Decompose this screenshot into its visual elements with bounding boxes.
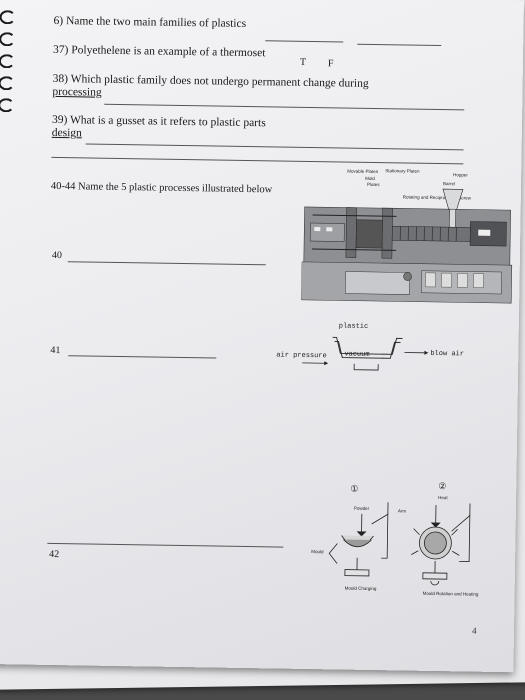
injection-molding-diagram: Movable Platen Stationary Platen Mold Pl… [301, 168, 513, 304]
question-38-line2: processing [52, 85, 102, 99]
hopper-label: Hopper [453, 172, 468, 177]
answer-line-41 [68, 355, 217, 359]
binding-ring [0, 76, 15, 91]
question-39-line1: 39) What is a gusset as it refers to pla… [51, 113, 266, 130]
question-36: 6) Name the two main families of plastic… [53, 14, 247, 30]
binding-ring [0, 10, 16, 25]
question-41: 41 [50, 344, 61, 357]
stationary-platen-label: Stationary Platen [385, 168, 420, 174]
mould-charging-label: Mould Charging [345, 586, 377, 592]
answer-line-42 [47, 542, 284, 548]
false-option: F [327, 58, 334, 70]
question-39-line2: design [51, 126, 82, 140]
true-option: T [299, 56, 307, 68]
answer-line-36a [265, 40, 344, 43]
question-37: 37) Polyethelene is an example of a ther… [53, 43, 266, 60]
heat-label: Heat [438, 495, 448, 500]
mold-label: Mold [365, 176, 375, 181]
answer-line-39a [85, 143, 464, 151]
question-40: 40 [51, 249, 62, 262]
binding-ring [0, 54, 16, 69]
mould-label: Mould [311, 549, 324, 554]
step-1-label: ① [350, 484, 358, 494]
answer-line-39b [51, 156, 464, 165]
question-42: 42 [49, 548, 60, 561]
plastic-label: plastic [339, 322, 369, 330]
arm-label: Arm [398, 508, 407, 513]
worksheet-page: 6) Name the two main families of plastic… [0, 0, 524, 673]
barrel-label: Barrel [443, 181, 455, 186]
movable-platen-label: Movable Platen [347, 169, 379, 174]
blow-air-label: blow air [430, 350, 464, 359]
question-40-44: 40-44 Name the 5 plastic processes illus… [50, 180, 273, 196]
answer-line-38 [104, 103, 465, 111]
thermoforming-diagram: plastic vacuum air pressure blow air [276, 322, 464, 371]
mould-rotation-label: Mould Rotation and Heating [423, 591, 479, 597]
step-2-label: ② [438, 481, 446, 491]
answer-line-40 [67, 261, 266, 266]
vacuum-label: vacuum [344, 351, 369, 359]
binding-ring [0, 32, 16, 47]
powder-label: Powder [354, 506, 370, 511]
screw-label: Rotating and Reciprocating Screw [403, 194, 472, 200]
answer-line-36b [357, 43, 442, 47]
plates-label: Plates [367, 182, 380, 187]
rotational-molding-diagram: ① ② Powder Arm Heat Mould Mould Charging… [311, 481, 479, 597]
air-pressure-label: air pressure [276, 351, 327, 360]
binding-ring [0, 98, 15, 113]
page-number: 4 [471, 625, 477, 636]
